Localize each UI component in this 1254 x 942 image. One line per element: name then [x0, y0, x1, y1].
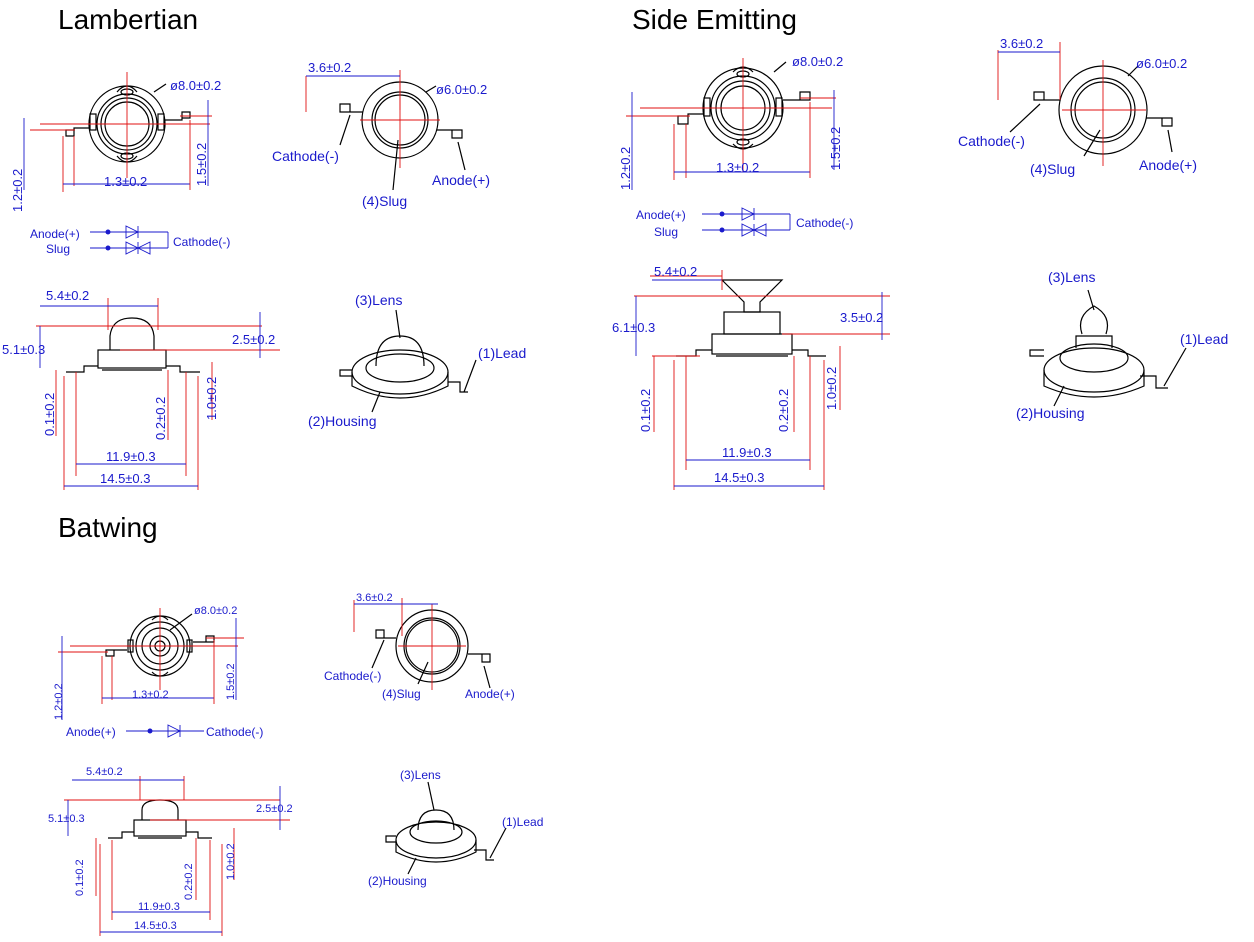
se-side-w-14-5: 14.5±0.3 [714, 470, 765, 485]
se-cathode-label: Cathode(-) [958, 133, 1025, 149]
lam-iso-lens: (3)Lens [355, 292, 402, 308]
batwing-iso-view [385, 781, 507, 875]
batwing-bottom-view [353, 598, 491, 690]
side-emitting-top-view [626, 58, 836, 190]
lam-sch-anode: Anode(+) [30, 227, 80, 241]
se-dia-outer: ø8.0±0.2 [792, 54, 843, 69]
bw-h-1-2: 1.2±0.2 [53, 683, 65, 720]
bw-cathode-label: Cathode(-) [324, 669, 381, 683]
lam-sch-slug: Slug [46, 242, 70, 256]
lambertian-top-view [23, 72, 212, 192]
bw-w-1-3: 1.3±0.2 [132, 689, 169, 701]
lam-slug-label: (4)Slug [362, 193, 407, 209]
bw-sch-anode: Anode(+) [66, 725, 116, 739]
lam-side-h-5-1: 5.1±0.3 [2, 342, 45, 357]
batwing-top-view [58, 608, 244, 720]
se-h-1-5: 1.5±0.2 [828, 127, 843, 170]
title-batwing: Batwing [58, 512, 158, 543]
bw-side-w-11-9: 11.9±0.3 [138, 901, 180, 913]
bw-sch-cathode: Cathode(-) [206, 725, 263, 739]
bw-anode-label: Anode(+) [465, 687, 515, 701]
bw-iso-lead: (1)Lead [502, 815, 543, 829]
se-slug-label: (4)Slug [1030, 161, 1075, 177]
lam-h-1-2: 1.2±0.2 [10, 169, 25, 212]
lambertian-side-view [36, 298, 280, 490]
se-h-1-2: 1.2±0.2 [618, 147, 633, 190]
se-side-w-11-9: 11.9±0.3 [722, 445, 772, 460]
lam-side-w-5-4: 5.4±0.2 [46, 288, 89, 303]
se-side-h-3-5: 3.5±0.2 [840, 310, 883, 325]
title-side-emitting: Side Emitting [632, 4, 797, 35]
bw-dia-outer: ø8.0±0.2 [194, 605, 237, 617]
title-lambertian: Lambertian [58, 4, 199, 35]
se-side-w-5-4: 5.4±0.2 [654, 264, 697, 279]
side-emitting-bottom-view [997, 42, 1173, 166]
se-side-h-0-2: 0.2±0.2 [776, 389, 791, 432]
side-emitting-schematic [702, 207, 791, 237]
lam-side-h-1-0: 1.0±0.2 [204, 377, 219, 420]
lam-sch-cathode: Cathode(-) [173, 235, 230, 249]
se-iso-lens: (3)Lens [1048, 269, 1095, 285]
bw-side-w-5-4: 5.4±0.2 [86, 766, 123, 778]
lam-side-h-0-1: 0.1±0.2 [42, 393, 57, 436]
se-sch-cathode: Cathode(-) [796, 216, 853, 230]
lambertian-bottom-view [305, 70, 466, 191]
side-emitting-iso-view [1029, 289, 1187, 407]
lam-w-3-6: 3.6±0.2 [308, 60, 351, 75]
bw-side-h-2-5: 2.5±0.2 [256, 803, 293, 815]
lam-anode-label: Anode(+) [432, 172, 490, 188]
bw-side-w-14-5: 14.5±0.3 [134, 920, 177, 932]
lam-side-w-14-5: 14.5±0.3 [100, 471, 151, 486]
bw-side-h-0-2: 0.2±0.2 [183, 863, 195, 900]
bw-side-h-1-0: 1.0±0.2 [225, 843, 237, 880]
se-anode-label: Anode(+) [1139, 157, 1197, 173]
lam-side-h-0-2: 0.2±0.2 [153, 397, 168, 440]
lam-side-h-2-5: 2.5±0.2 [232, 332, 275, 347]
lambertian-schematic [90, 225, 169, 255]
lam-dia-inner: ø6.0±0.2 [436, 82, 487, 97]
se-iso-housing: (2)Housing [1016, 405, 1084, 421]
batwing-schematic [126, 724, 204, 738]
lam-w-1-3: 1.3±0.2 [104, 174, 147, 189]
se-dia-inner: ø6.0±0.2 [1136, 56, 1187, 71]
lambertian-iso-view [339, 309, 477, 413]
bw-slug-label: (4)Slug [382, 687, 421, 701]
se-sch-anode: Anode(+) [636, 208, 686, 222]
lam-cathode-label: Cathode(-) [272, 148, 339, 164]
se-sch-slug: Slug [654, 225, 678, 239]
se-side-h-6-1: 6.1±0.3 [612, 320, 655, 335]
se-side-h-0-1: 0.1±0.2 [638, 389, 653, 432]
batwing-side-view [64, 776, 290, 936]
lam-iso-lead: (1)Lead [478, 345, 526, 361]
lam-h-1-5: 1.5±0.2 [194, 143, 209, 186]
side-emitting-side-view [634, 270, 890, 490]
se-w-1-3: 1.3±0.2 [716, 160, 759, 175]
bw-iso-lens: (3)Lens [400, 768, 441, 782]
bw-w-3-6: 3.6±0.2 [356, 592, 393, 604]
bw-side-h-0-1: 0.1±0.2 [74, 859, 86, 896]
bw-side-h-5-1: 5.1±0.3 [48, 813, 85, 825]
lam-dia-outer: ø8.0±0.2 [170, 78, 221, 93]
bw-h-1-5: 1.5±0.2 [225, 663, 237, 700]
se-iso-lead: (1)Lead [1180, 331, 1228, 347]
se-side-h-1-0: 1.0±0.2 [824, 367, 839, 410]
se-w-3-6: 3.6±0.2 [1000, 36, 1043, 51]
lam-side-w-11-9: 11.9±0.3 [106, 449, 156, 464]
lam-iso-housing: (2)Housing [308, 413, 376, 429]
bw-iso-housing: (2)Housing [368, 874, 427, 888]
